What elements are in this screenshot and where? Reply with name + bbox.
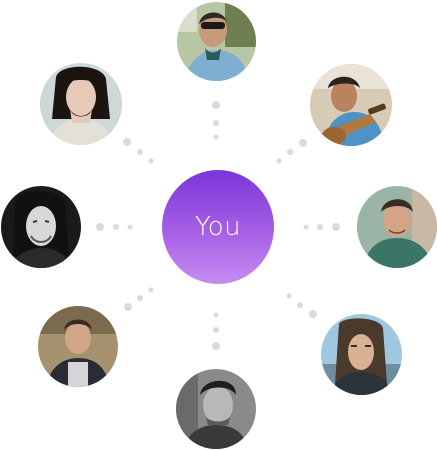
center-node[interactable]: You — [162, 170, 274, 284]
avatar-contact-top-left[interactable] — [40, 63, 122, 145]
avatar-contact-bottom[interactable] — [176, 369, 256, 449]
avatar-contact-top-right[interactable] — [310, 64, 392, 146]
avatar-photo-bottom-left — [38, 306, 118, 387]
avatar-contact-bottom-right[interactable] — [321, 314, 402, 395]
center-label: You — [194, 212, 242, 242]
avatar-photo-bottom — [176, 369, 256, 449]
avatar-photo-top-left — [40, 63, 122, 145]
avatar-photo-top — [177, 2, 256, 81]
avatar-contact-left[interactable] — [1, 186, 81, 268]
avatar-contact-right[interactable] — [357, 186, 437, 268]
avatar-contact-top[interactable] — [177, 2, 256, 81]
avatar-photo-right — [357, 186, 437, 268]
avatar-contact-bottom-left[interactable] — [38, 306, 118, 387]
avatar-photo-top-right — [310, 64, 392, 146]
avatar-photo-left — [1, 186, 81, 268]
avatar-photo-bottom-right — [321, 314, 402, 395]
